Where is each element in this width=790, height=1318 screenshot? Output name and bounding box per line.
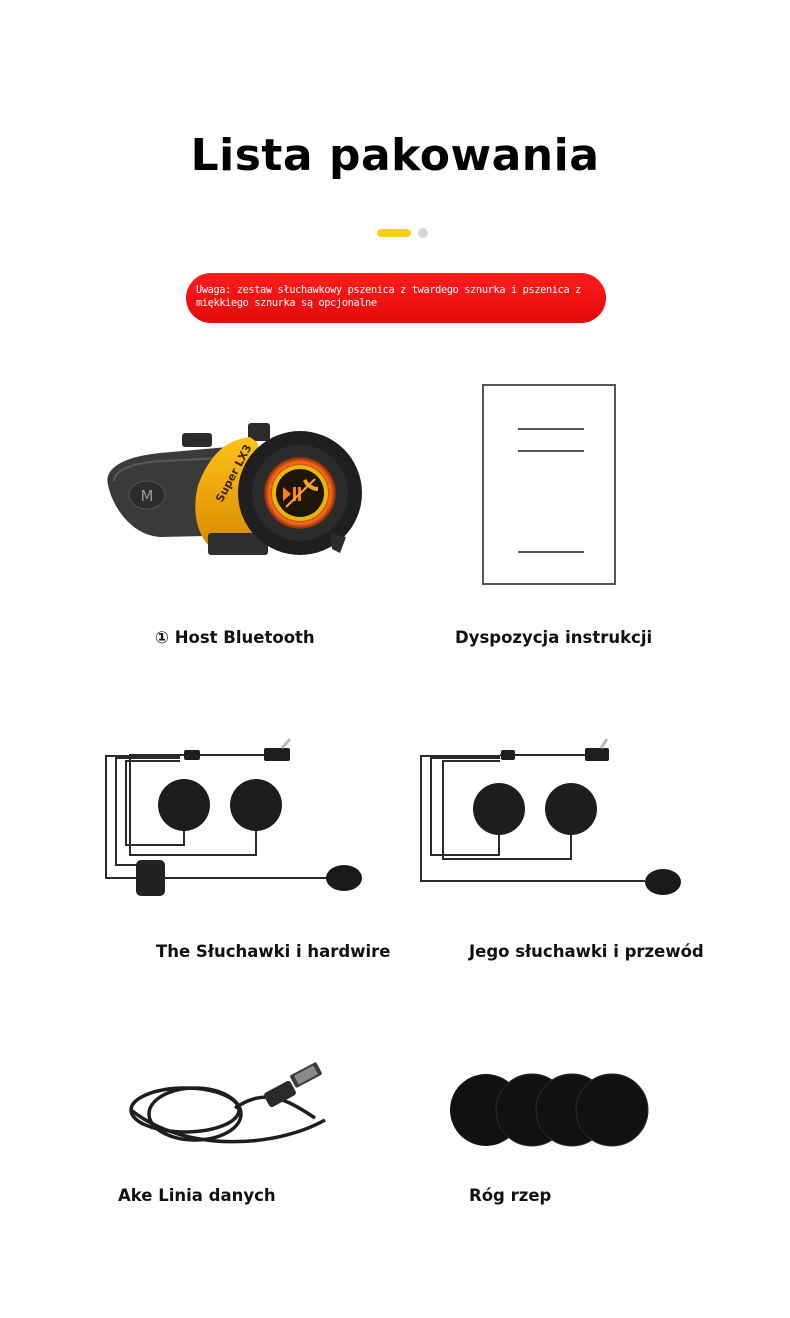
optional-notice-banner: Uwaga: zestaw słuchawkowy pszenica z twa… [186, 273, 606, 323]
item-label-velcro: Róg rzep [469, 1186, 552, 1205]
item-label-instructions: Dyspozycja instrukcji [455, 628, 653, 647]
hardwire-headset-image [105, 738, 362, 896]
item-label-wired-headset: Jego słuchawki i przewód [469, 942, 704, 961]
carousel-indicator-inactive [418, 228, 428, 238]
page-title: Lista pakowania [190, 130, 600, 181]
carousel-indicator-active [377, 229, 411, 237]
manual-text-line [518, 428, 584, 430]
instruction-manual-image [482, 384, 616, 585]
item-label-hardwire-headset: The Słuchawki i hardwire [156, 942, 391, 961]
usb-data-cable-image [129, 1062, 326, 1144]
velcro-pads-image [450, 1073, 649, 1147]
wired-headset-image [420, 738, 681, 895]
bluetooth-host-image: M Super LX3 [107, 423, 362, 555]
manual-text-line [518, 551, 584, 553]
svg-text:M: M [141, 487, 154, 505]
item-label-bluetooth-host: ① Host Bluetooth [155, 628, 315, 647]
item-label-data-cable: Ake Linia danych [118, 1186, 276, 1205]
manual-text-line [518, 450, 584, 452]
